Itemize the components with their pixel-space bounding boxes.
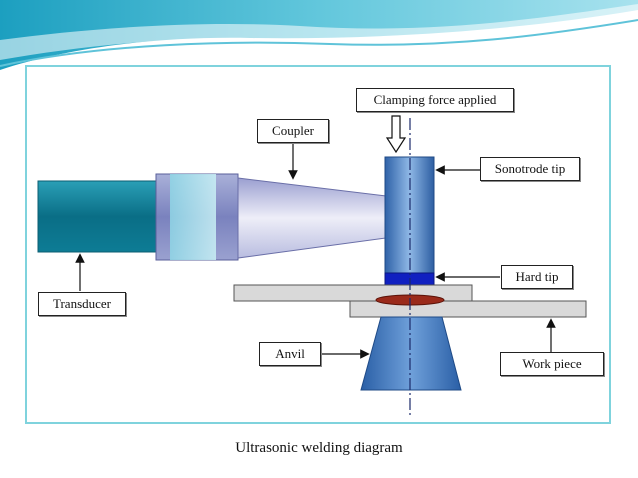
transducer-label: Transducer [38,292,126,316]
sonotrode-tip-label: Sonotrode tip [480,157,580,181]
booster-highlight [170,174,216,260]
anvil-label: Anvil [259,342,321,366]
coupler-label: Coupler [257,119,329,143]
hard-tip-label: Hard tip [501,265,573,289]
anvil-body [360,316,462,391]
transducer-body [37,180,159,253]
header-wave-band [0,0,638,70]
clamping-force-label: Clamping force applied [356,88,514,112]
diagram-caption: Ultrasonic welding diagram [235,440,403,456]
work-piece-label: Work piece [500,352,604,376]
clamping-force-arrow [385,115,407,154]
coupler-body [237,177,387,259]
